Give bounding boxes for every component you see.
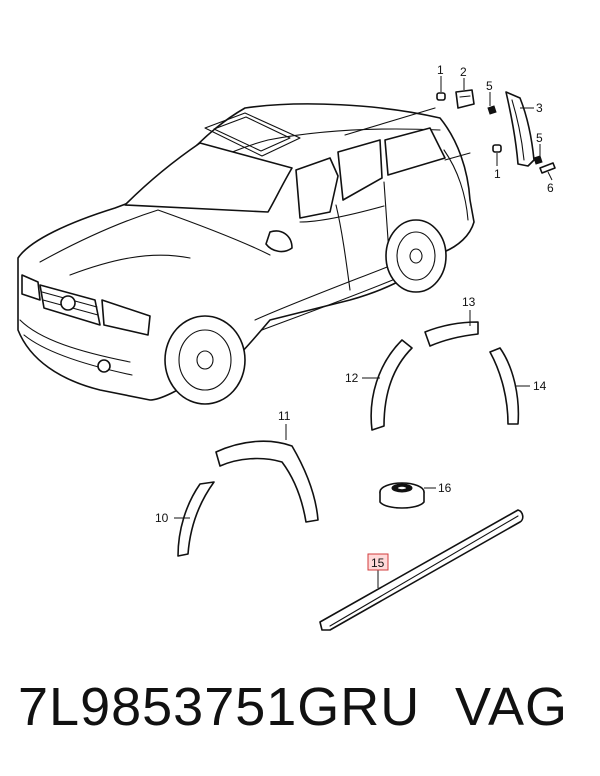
parts-diagram: 1 2 5 3 5 1 6 13 12 14 11 16 10 15 (17, 63, 556, 631)
callout-1-upper: 1 (437, 63, 444, 77)
leader-lines (174, 76, 553, 588)
arch-trim-parts (177, 321, 524, 631)
car-illustration (17, 103, 475, 405)
callout-15: 15 (371, 556, 385, 570)
callout-3: 3 (536, 101, 543, 115)
pillar-trim-parts (344, 89, 556, 174)
part-number: 7L9853751GRU (18, 677, 421, 737)
callout-16: 16 (438, 481, 452, 495)
callout-12: 12 (345, 371, 359, 385)
callout-11: 11 (278, 409, 291, 423)
callout-2: 2 (460, 65, 467, 79)
callout-14: 14 (533, 379, 547, 393)
callout-5-lower: 5 (536, 131, 543, 145)
callout-10: 10 (155, 511, 169, 525)
callout-6: 6 (547, 181, 554, 195)
callout-5-upper: 5 (486, 79, 493, 93)
callout-1-lower: 1 (494, 167, 501, 181)
brand-name: VAG (455, 677, 569, 737)
footer: 7L9853751GRU VAG (0, 668, 600, 758)
callout-labels: 1 2 5 3 5 1 6 13 12 14 11 16 10 15 (155, 63, 554, 571)
callout-13: 13 (462, 295, 476, 309)
callout-15-highlight (367, 553, 389, 571)
